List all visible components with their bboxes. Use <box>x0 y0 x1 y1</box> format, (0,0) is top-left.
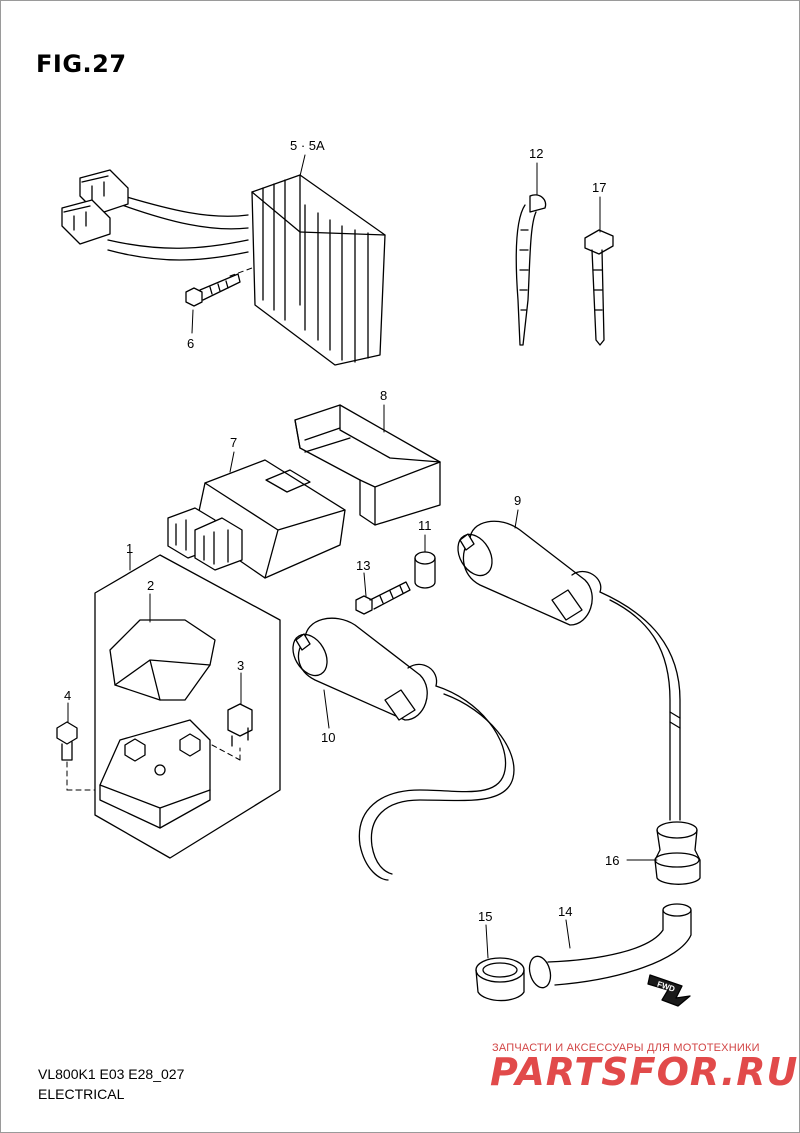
clamp-17 <box>584 229 614 346</box>
callout-7: 7 <box>230 435 237 450</box>
callout-2: 2 <box>147 578 154 593</box>
ecu-cover-8 <box>294 404 441 526</box>
callout-16: 16 <box>605 853 619 868</box>
plug-cap-14 <box>528 903 692 989</box>
ecu-7 <box>167 459 346 579</box>
grommet-16 <box>654 821 701 885</box>
bolt-13 <box>355 581 411 615</box>
fuse-box-assembly <box>56 554 281 859</box>
callout-5-5A: 5 · 5A <box>290 138 325 153</box>
ring-15 <box>475 957 525 1002</box>
callout-14: 14 <box>558 904 572 919</box>
spacer-11 <box>414 551 436 589</box>
watermark-tagline: ЗАПЧАСТИ И АКСЕССУАРЫ ДЛЯ МОТОТЕХНИКИ <box>492 1042 760 1054</box>
callout-13: 13 <box>356 558 370 573</box>
fwd-label: FWD <box>656 980 676 994</box>
ignition-coil-9 <box>457 520 681 821</box>
callout-8: 8 <box>380 388 387 403</box>
figure-title: FIG.27 <box>36 50 127 78</box>
callout-12: 12 <box>529 146 543 161</box>
ignition-coil-10 <box>292 617 515 881</box>
dashed-guides <box>66 267 253 791</box>
callout-labels: 5 · 5A 6 12 17 8 7 9 11 1 13 2 3 4 10 16… <box>64 138 676 994</box>
callout-9: 9 <box>514 493 521 508</box>
fwd-arrow-icon <box>647 974 691 1007</box>
watermark-logo: PARTSFOR.RU <box>490 1050 799 1094</box>
callout-4: 4 <box>64 688 71 703</box>
callout-17: 17 <box>592 180 606 195</box>
callout-10: 10 <box>321 730 335 745</box>
leader-lines <box>67 154 658 959</box>
callout-3: 3 <box>237 658 244 673</box>
model-code: VL800K1 E03 E28_027 <box>38 1066 185 1082</box>
regulator-rectifier <box>61 169 386 366</box>
cable-tie-12 <box>515 194 547 346</box>
callout-6: 6 <box>187 336 194 351</box>
callout-1: 1 <box>126 541 133 556</box>
section-name: ELECTRICAL <box>38 1086 125 1102</box>
callout-15: 15 <box>478 909 492 924</box>
callout-11: 11 <box>418 518 432 533</box>
